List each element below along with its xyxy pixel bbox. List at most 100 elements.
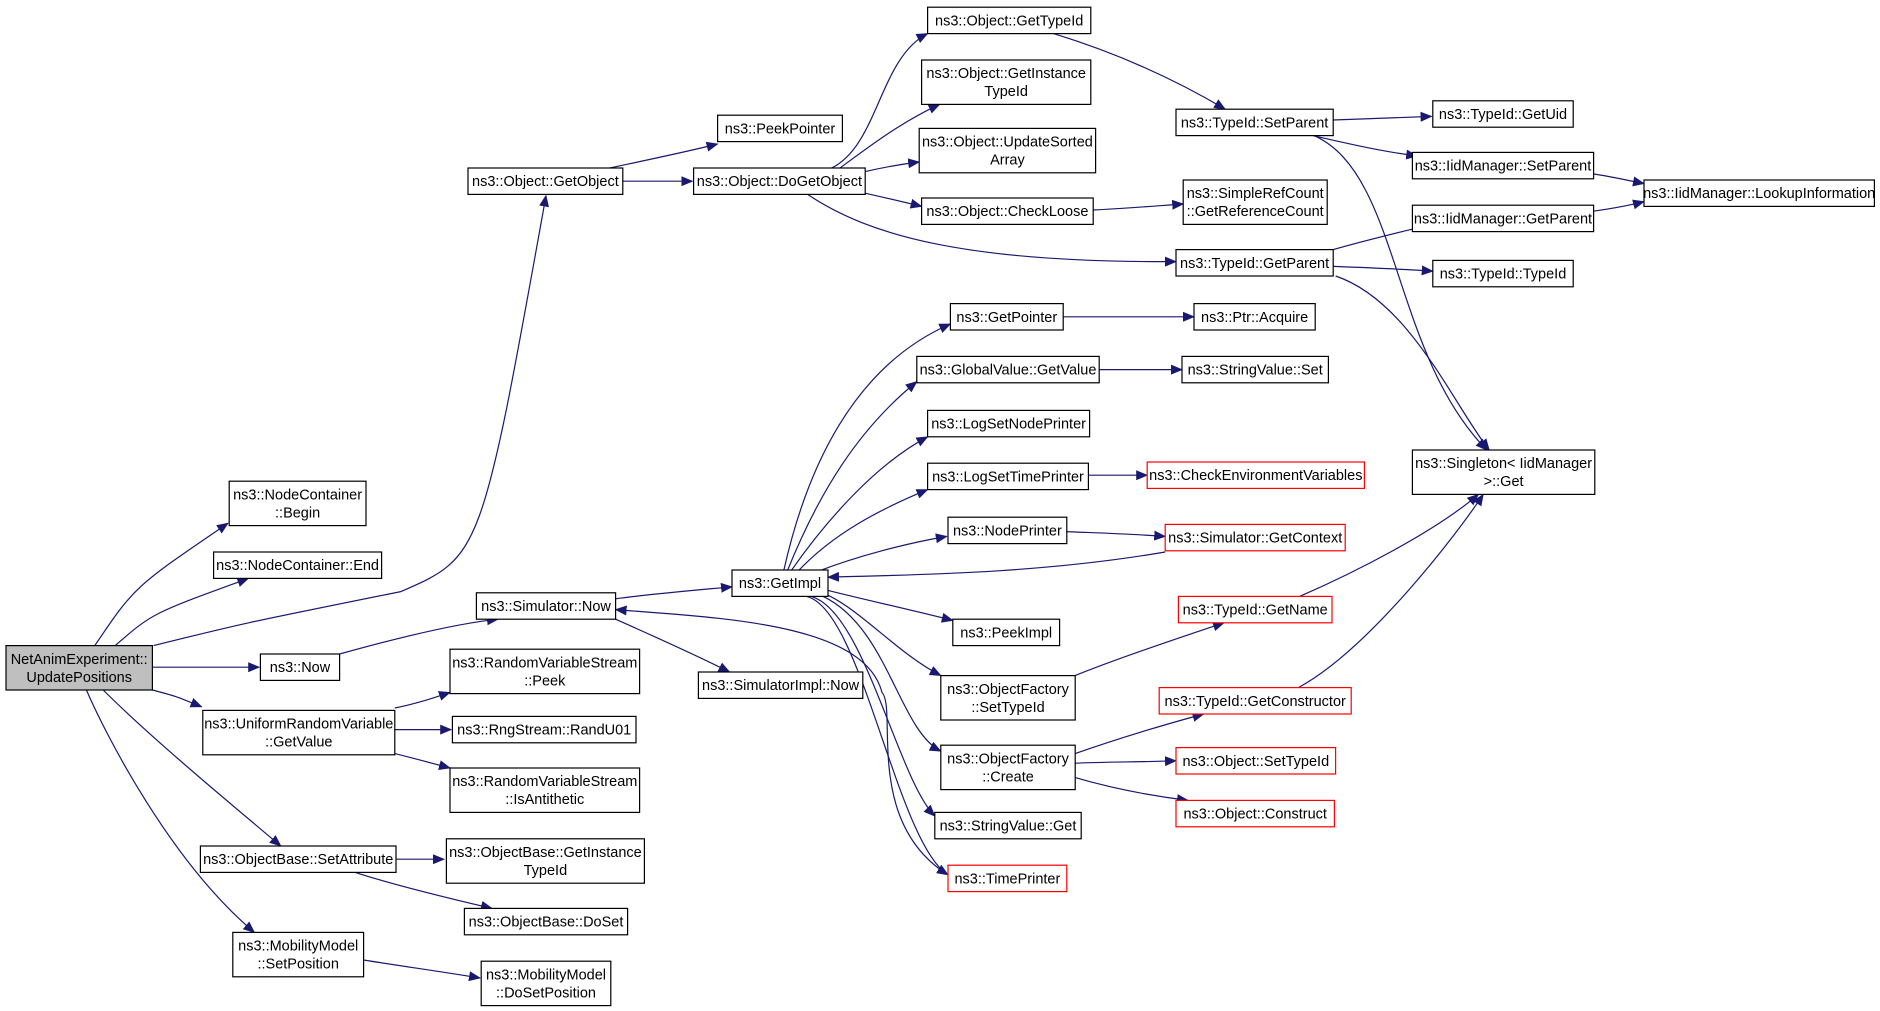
node-now[interactable]: ns3::Now xyxy=(259,653,341,681)
node-timeprinter[interactable]: ns3::TimePrinter xyxy=(947,864,1068,893)
node-getpointer[interactable]: ns3::GetPointer xyxy=(949,303,1064,331)
node-box xyxy=(449,767,641,814)
edge-obj_gettypeid-to-tid_setparent xyxy=(1053,33,1227,110)
nodes-layer: NetAnimExperiment::UpdatePositions ns3::N… xyxy=(5,6,1875,1007)
node-rng-randu01[interactable]: ns3::RngStream::RandU01 xyxy=(451,715,637,744)
node-mm-setpos[interactable]: ns3::MobilityModel::SetPosition xyxy=(232,931,365,978)
node-box xyxy=(1175,799,1335,828)
node-label: ns3::IidManager::GetParent xyxy=(1414,211,1592,227)
node-tid-getuid[interactable]: ns3::TypeId::GetUid xyxy=(1432,100,1574,128)
node-box xyxy=(1175,746,1337,775)
node-obj-getobject[interactable]: ns3::Object::GetObject xyxy=(467,167,624,195)
node-label: ns3::ObjectBase::DoSet xyxy=(469,915,624,931)
edge-getimpl-to-getpointer xyxy=(783,323,952,572)
edge-nodeprinter-to-sim_getcontext xyxy=(1066,530,1167,541)
node-root[interactable]: NetAnimExperiment::UpdatePositions xyxy=(5,644,153,691)
edge-obj_dogetobject-to-obj_getinsttypeid xyxy=(839,103,941,169)
node-obj-gettypeid[interactable]: ns3::Object::GetTypeId xyxy=(926,6,1092,35)
node-label: ns3::IidManager::LookupInformation xyxy=(1643,186,1875,202)
node-box xyxy=(1411,449,1596,496)
node-ob-setattr[interactable]: ns3::ObjectBase::SetAttribute xyxy=(199,845,397,873)
node-tid-typeid[interactable]: ns3::TypeId::TypeId xyxy=(1432,259,1574,288)
node-box xyxy=(1411,151,1595,180)
node-iid-lookup[interactable]: ns3::IidManager::LookupInformation xyxy=(1643,179,1875,207)
node-gv-getvalue[interactable]: ns3::GlobalValue::GetValue xyxy=(916,355,1100,384)
node-box xyxy=(1181,355,1329,384)
node-obj-checkloose[interactable]: ns3::Object::CheckLoose xyxy=(920,197,1094,225)
node-label: ns3::GlobalValue::GetValue xyxy=(920,363,1097,379)
node-label: ns3::TypeId::GetName xyxy=(1183,603,1328,619)
node-getimpl[interactable]: ns3::GetImpl xyxy=(731,569,829,597)
edge-getimpl-to-timeprinter xyxy=(806,595,949,876)
node-rvs-peek[interactable]: ns3::RandomVariableStream::Peek xyxy=(449,648,641,695)
edge-sim_getcontext-to-getimpl xyxy=(827,551,1166,582)
node-box xyxy=(947,516,1068,545)
node-label: ns3::Now xyxy=(270,660,331,676)
edge-getimpl-to-gv_getvalue xyxy=(786,380,918,572)
node-box xyxy=(949,303,1064,331)
edge-root-to-obj_getobject xyxy=(153,194,549,647)
node-box xyxy=(1177,595,1333,624)
node-box xyxy=(947,864,1068,893)
node-label: ns3::NodeContainer::End xyxy=(216,558,379,574)
node-box xyxy=(467,167,624,195)
node-mm-dosetpos[interactable]: ns3::MobilityModel::DoSetPosition xyxy=(480,960,612,1007)
node-obj-settypeid[interactable]: ns3::Object::SetTypeId xyxy=(1175,746,1337,775)
node-box xyxy=(202,709,396,756)
node-logsettime[interactable]: ns3::LogSetTimePrinter xyxy=(926,462,1089,491)
node-label: ns3::Simulator::Now xyxy=(481,599,611,615)
node-tid-getname[interactable]: ns3::TypeId::GetName xyxy=(1177,595,1333,624)
node-obj-construct[interactable]: ns3::Object::Construct xyxy=(1175,799,1335,828)
node-sv-get[interactable]: ns3::StringValue::Get xyxy=(934,811,1082,840)
node-sv-set[interactable]: ns3::StringValue::Set xyxy=(1181,355,1329,384)
node-tid-getparent[interactable]: ns3::TypeId::GetParent xyxy=(1175,249,1334,277)
node-obj-dogetobject[interactable]: ns3::Object::DoGetObject xyxy=(692,167,866,195)
node-nc-end[interactable]: ns3::NodeContainer::End xyxy=(213,551,383,579)
node-srcount[interactable]: ns3::SimpleRefCount::GetReferenceCount xyxy=(1182,179,1328,226)
node-tid-getctor[interactable]: ns3::TypeId::GetConstructor xyxy=(1158,686,1352,715)
node-ptr-acquire[interactable]: ns3::Ptr::Acquire xyxy=(1193,303,1316,331)
node-logsetnode[interactable]: ns3::LogSetNodePrinter xyxy=(926,409,1091,438)
node-label: ns3::TypeId::TypeId xyxy=(1440,267,1567,283)
node-iid-setparent[interactable]: ns3::IidManager::SetParent xyxy=(1411,151,1595,180)
node-nodeprinter[interactable]: ns3::NodePrinter xyxy=(947,516,1068,545)
node-label: ns3::UniformRandomVariable xyxy=(204,717,393,733)
node-tid-setparent[interactable]: ns3::TypeId::SetParent xyxy=(1175,108,1334,137)
node-label: ns3::PeekPointer xyxy=(725,121,836,137)
node-checkenv[interactable]: ns3::CheckEnvironmentVariables xyxy=(1146,461,1365,489)
node-singleton-get[interactable]: ns3::Singleton< IidManager>::Get xyxy=(1411,449,1596,496)
node-label: ns3::RandomVariableStream xyxy=(452,655,637,671)
node-ob-doset[interactable]: ns3::ObjectBase::DoSet xyxy=(463,907,629,936)
node-label: ::Begin xyxy=(275,505,320,521)
node-rvs-isanti[interactable]: ns3::RandomVariableStream::IsAntithetic xyxy=(449,767,641,814)
node-box xyxy=(716,114,843,143)
edges-layer xyxy=(85,33,1645,982)
edge-now-to-sim_now xyxy=(339,615,499,655)
node-of-create[interactable]: ns3::ObjectFactory::Create xyxy=(940,744,1076,791)
node-iid-getparent[interactable]: ns3::IidManager::GetParent xyxy=(1411,204,1595,233)
node-box xyxy=(451,715,637,744)
node-sim-now[interactable]: ns3::Simulator::Now xyxy=(475,592,617,620)
edge-getimpl-to-logsettime xyxy=(797,489,929,572)
node-simimpl-now[interactable]: ns3::SimulatorImpl::Now xyxy=(697,671,864,699)
edge-of_create-to-obj_construct xyxy=(1075,777,1189,804)
node-box xyxy=(1411,204,1595,233)
node-label: ::GetReferenceCount xyxy=(1187,204,1324,220)
node-urv[interactable]: ns3::UniformRandomVariable::GetValue xyxy=(202,709,396,756)
node-box xyxy=(445,838,645,884)
node-peekimpl[interactable]: ns3::PeekImpl xyxy=(952,618,1061,647)
edge-mm_setpos-to-mm_dosetpos xyxy=(363,959,481,982)
node-box xyxy=(940,744,1076,791)
edge-obj_getobject-to-peekpointer xyxy=(609,141,719,169)
node-nc-begin[interactable]: ns3::NodeContainer::Begin xyxy=(228,480,367,527)
node-label: ns3::Simulator::GetContext xyxy=(1168,531,1342,547)
edge-obj_dogetobject-to-tid_getparent xyxy=(807,193,1177,267)
node-of-settypeid[interactable]: ns3::ObjectFactory::SetTypeId xyxy=(940,674,1076,721)
node-peekpointer[interactable]: ns3::PeekPointer xyxy=(716,114,843,143)
node-label: ns3::Ptr::Acquire xyxy=(1201,310,1308,326)
node-sim-getcontext[interactable]: ns3::Simulator::GetContext xyxy=(1164,523,1346,552)
node-label: ns3::MobilityModel xyxy=(238,939,358,955)
